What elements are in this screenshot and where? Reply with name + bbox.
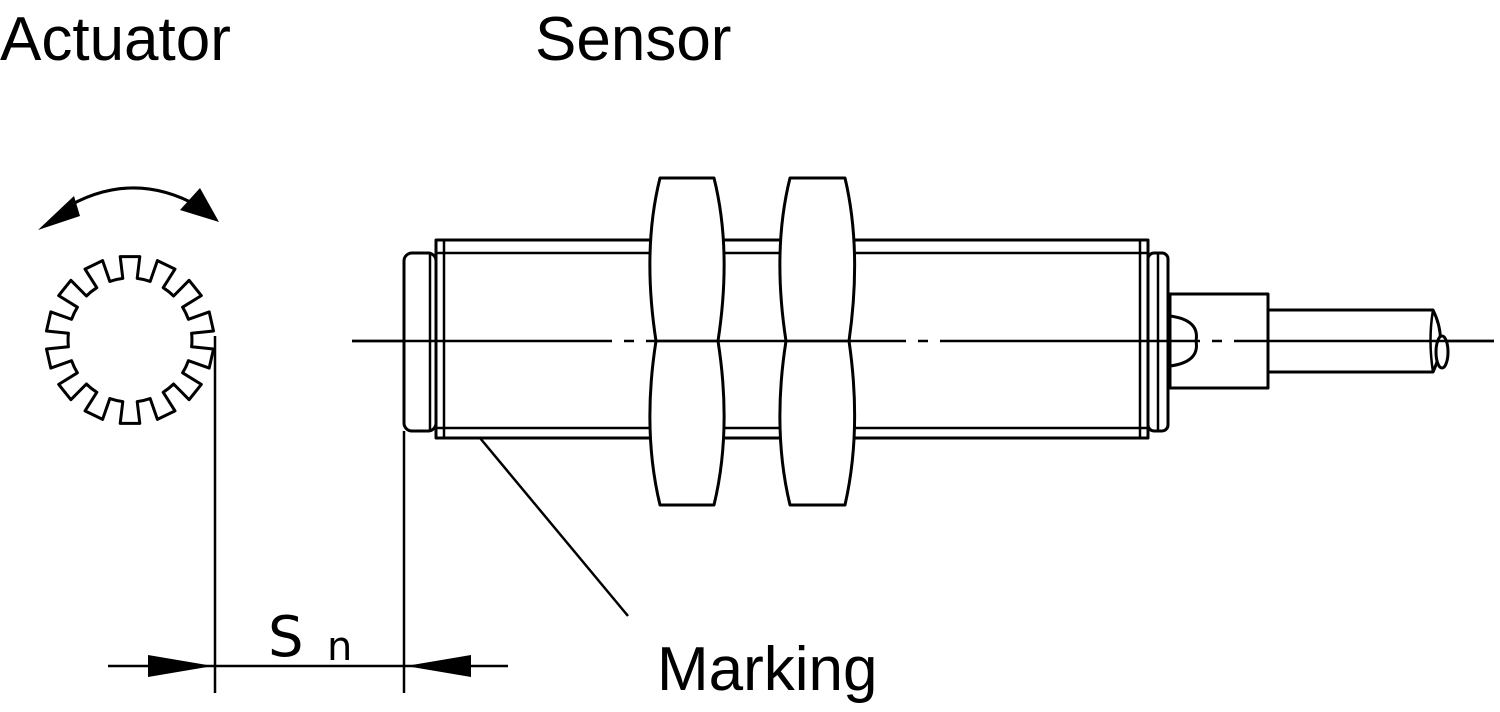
distance-subscript: n: [327, 624, 352, 670]
actuator-label: Actuator: [0, 5, 231, 74]
marking-leader-line: [479, 437, 629, 617]
actuator-gear-icon: [45, 255, 215, 425]
distance-symbol: S: [268, 605, 304, 670]
rotation-arrow-icon: [38, 186, 219, 230]
sensor-label: Sensor: [535, 5, 731, 74]
dimension-arrow-right-icon: [406, 655, 471, 677]
marking-label: Marking: [657, 635, 878, 704]
dimension-arrow-left-icon: [148, 655, 213, 677]
sensor-body: [402, 238, 1450, 440]
